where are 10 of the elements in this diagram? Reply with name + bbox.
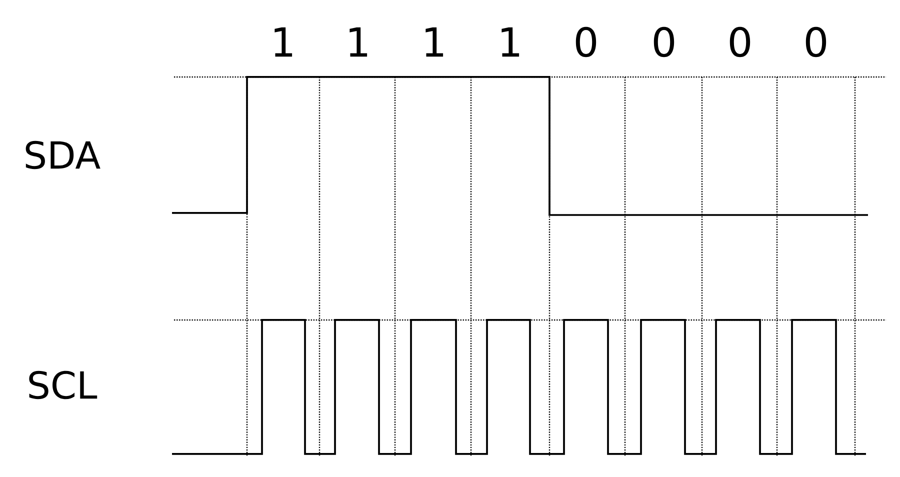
signal-label: SCL [29,370,98,400]
bit-value: 1 [426,27,444,57]
signal-label: SDA [26,140,100,170]
bit-value: 1 [502,27,520,57]
bit-value: 1 [274,27,292,57]
bit-value: 0 [576,26,596,58]
bit-value: 0 [806,26,826,58]
bit-value: 1 [350,27,368,57]
bit-value: 0 [654,26,674,58]
bit-value: 0 [730,26,750,58]
